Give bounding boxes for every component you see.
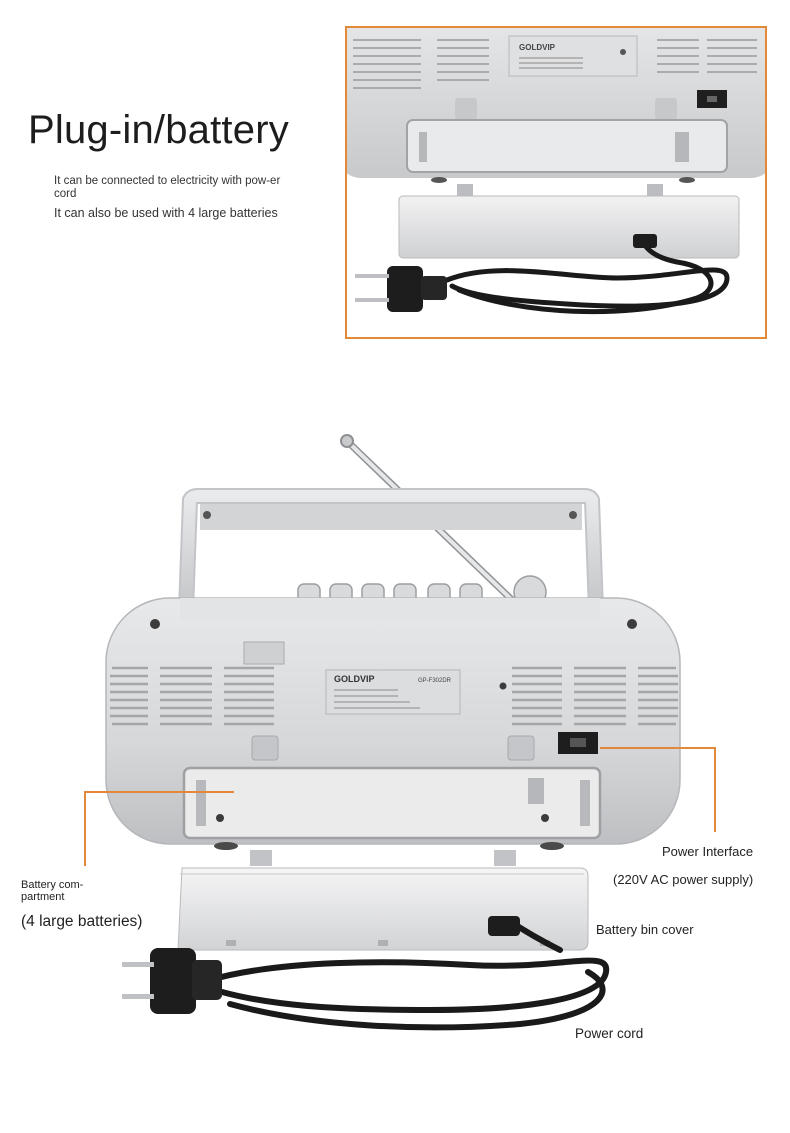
cord-plug — [122, 916, 520, 1014]
radio-back-illustration: GOLDVIP GP-F302DR — [105, 434, 681, 1031]
battery-compartment — [182, 766, 602, 840]
page-title: Plug-in/battery — [28, 108, 289, 152]
inset-cord-plug — [387, 266, 423, 312]
inset-spec-label — [508, 35, 638, 77]
label-battery-compartment: Battery com-partment — [21, 879, 84, 903]
label-battery-count: (4 large batteries) — [21, 913, 143, 930]
inset-battery-cover — [398, 195, 740, 259]
callout-line-battery-h — [84, 791, 234, 793]
description-batteries: It can also be used with 4 large batteri… — [54, 206, 278, 220]
inset-speaker-grille-left — [353, 39, 489, 89]
inset-radio-back-illustration: GOLDVIP — [347, 28, 765, 315]
telescopic-antenna — [340, 434, 542, 629]
description-power-cord: It can be connected to electricity with … — [54, 175, 281, 200]
radio-back-photo: GOLDVIP GP-F302DR — [0, 420, 790, 1060]
label-power-supply: (220V AC power supply) — [613, 872, 754, 887]
inset-closeup-photo: GOLDVIP — [345, 26, 767, 339]
callout-line-battery-v — [84, 791, 86, 866]
inset-speaker-grille-right — [657, 39, 757, 73]
carry-handle — [178, 488, 604, 611]
inset-power-cord — [444, 239, 730, 315]
inset-battery-bay — [406, 119, 728, 173]
label-power-cord: Power cord — [575, 1026, 644, 1041]
spec-label-plate — [325, 669, 461, 715]
callout-line-power-h — [600, 747, 716, 749]
speaker-grille-left — [110, 666, 274, 726]
label-power-interface: Power Interface — [662, 844, 754, 859]
inset-brand-logo: GOLDVIP — [519, 43, 556, 52]
speaker-grille-right — [512, 666, 678, 726]
label-battery-cover: Battery bin cover — [596, 922, 694, 937]
callout-line-power-v — [714, 747, 716, 832]
model-number: GP-F302DR — [418, 678, 452, 684]
brand-logo: GOLDVIP — [334, 674, 375, 684]
